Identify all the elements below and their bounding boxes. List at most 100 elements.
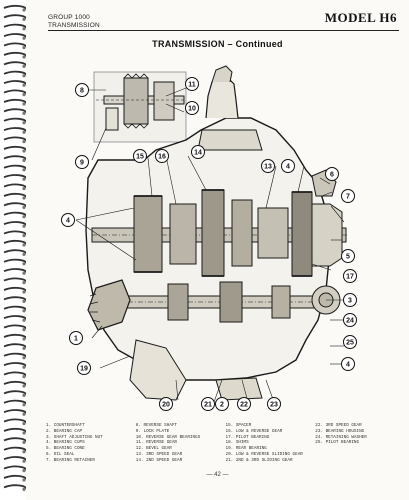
binding-coil [3,117,26,123]
callout-number: 8 [80,87,84,94]
binding-coil [3,61,26,67]
legend-item: 2. BEARING CAP [46,428,83,434]
binding-hole [22,17,26,21]
binding-hole [22,121,26,125]
manual-page: GROUP 1000 TRANSMISSION MODEL H6 TRANSMI… [26,0,409,500]
binding-hole [22,356,26,360]
binding-hole [22,177,26,181]
binding-coil [3,446,26,452]
binding-coil [3,268,26,274]
binding-hole [22,224,26,228]
binding-coil [3,399,26,405]
group-heading: GROUP 1000 TRANSMISSION [48,14,100,29]
legend-item: 12. BEVEL GEAR [135,446,172,452]
page-number: — 42 — [206,472,229,478]
callout-4: 4 [281,159,295,173]
binding-hole [22,337,26,341]
legend-item: 3. SHAFT ADJUSTING NUT [46,434,103,440]
binding-hole [22,83,26,87]
callout-number: 11 [188,81,196,88]
binding-coil [3,192,26,199]
binding-coil [3,145,26,152]
legend-item: 7. BEARING RETAINER [46,457,95,463]
binding-coil [3,352,26,358]
legend-item: 20. LOW & REVERSE SLIDING GEAR [225,451,303,457]
binding-hole [22,412,26,416]
group-section: TRANSMISSION [48,21,100,29]
callout-number: 19 [80,365,88,372]
legend-item: 21. 2ND & 3RD SLIDING GEAR [225,457,293,463]
binding-coil [3,343,26,349]
binding-coil [3,465,26,471]
binding-hole [22,281,26,285]
binding-coil [3,333,26,340]
binding-coil [3,127,26,133]
legend-item: 9. LOCK PLATE [135,428,170,434]
binding-hole [22,252,26,256]
legend-item: 13. 3RD SPEED GEAR [135,451,183,457]
callout-number: 4 [66,217,70,224]
binding-hole [22,215,26,219]
binding-coil [3,230,26,236]
legend-item: 25. PILOT BEARING [315,440,360,446]
binding-coil [3,371,26,377]
callout-number: 4 [286,163,290,170]
binding-coil [3,89,26,95]
legend-item: 22. 3RD SPEED GEAR [315,423,362,428]
binding-hole [22,74,26,78]
legend-item: 14. 2ND SPEED GEAR [135,457,183,463]
page-title: TRANSMISSION – Continued [152,39,283,49]
binding-coil [3,437,26,443]
callout-4: 4 [61,213,75,227]
callout-10: 10 [185,101,199,115]
binding-hole [22,55,26,59]
binding-hole [22,290,26,294]
binding-hole [22,36,26,40]
reverse-shaft-inset [93,71,187,143]
binding-hole [22,328,26,332]
callout-number: 2 [220,401,224,408]
binding-hole [22,346,26,350]
callout-number: 16 [158,153,166,160]
legend-item: 5. BEARING CONE [46,446,85,452]
binding-coil [3,155,26,161]
binding-hole [22,309,26,313]
legend-item: 8. REVERSE SHAFT [135,423,178,428]
binding-hole [22,469,26,473]
legend-item: 17. PILOT BEARING [225,434,270,440]
binding-hole [22,431,26,435]
binding-hole [22,140,26,144]
callout-24: 24 [343,313,357,327]
callout-1: 1 [69,331,83,345]
callout-number: 25 [346,339,354,346]
binding-hole [22,111,26,115]
binding-hole [22,158,26,162]
binding-coil [3,474,26,481]
binding-hole [22,196,26,200]
binding-hole [22,187,26,191]
legend-item: 19. REAR BEARING [225,446,267,452]
binding-coil [3,362,26,368]
callout-number: 23 [270,401,278,408]
binding-hole [22,102,26,106]
binding-coil [3,258,26,264]
binding-coil [3,427,26,434]
binding-coil [3,136,26,142]
legend-item: 11. REVERSE GEAR [135,440,178,446]
binding-hole [22,440,26,444]
binding-hole [22,478,26,482]
legend-item [315,458,401,464]
callout-number: 9 [80,159,84,166]
callout-9: 9 [75,155,89,169]
callout-number: 5 [346,253,350,260]
binding-coil [3,108,26,114]
binding-coil [3,390,26,396]
callout-number: 14 [194,149,202,156]
countershaft-assembly [87,169,341,401]
callout-number: 15 [136,153,144,160]
binding-coil [3,23,26,29]
callout-16: 16 [155,149,169,163]
callout-19: 19 [77,361,91,375]
